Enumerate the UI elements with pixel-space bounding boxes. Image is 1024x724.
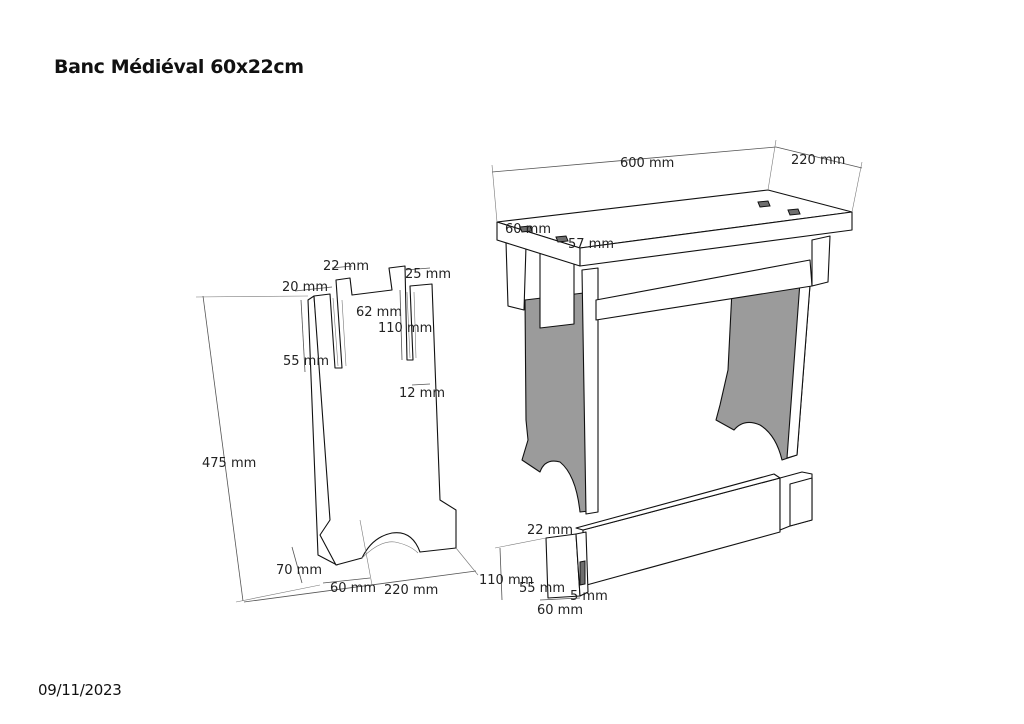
drawing-date: 09/11/2023 [38,681,122,699]
mortise-1 [519,225,533,233]
stretcher-dimensions: 22 mm 110 mm 55 mm 5 mm 60 mm [479,523,608,618]
front-leg [521,291,599,513]
stretcher-board [582,477,781,587]
dim-center-gap: 62 mm [356,305,402,320]
back-leg [715,281,811,461]
foot-arch-line [361,541,419,559]
bench-assembly [496,189,853,515]
dim-side-height: 475 mm [202,456,256,471]
dim-foot-height: 70 mm [276,563,322,578]
mortise-3 [757,200,771,208]
side-panel-dimensions: 475 mm 220 mm 70 mm 60 mm 22 mm 20 mm 25… [195,259,479,603]
dim-slot-offset: 20 mm [282,280,328,295]
mortise-2 [555,235,569,243]
dim-slot-depth: 55 mm [283,354,329,369]
right-slot-lines [406,291,417,359]
stretcher-right-end-face [789,477,813,527]
mortise-4 [787,208,801,216]
dim-stretcher-height: 110 mm [479,573,533,588]
dim-slot-thickness: 12 mm [399,386,445,401]
side-panel [307,265,457,566]
dim-foot-width: 60 mm [330,581,376,596]
apron-right [811,235,831,287]
dim-tenon-width: 25 mm [405,267,451,282]
dim-tenon-height: 110 mm [378,321,432,336]
drawing-title: Banc Médiéval 60x22cm [54,56,304,78]
stretcher-part [545,471,813,599]
apron-left-front [539,251,575,329]
dim-notch-depth: 55 mm [519,581,565,596]
front-leg-edge [581,267,599,515]
apron-left [505,241,527,311]
dim-notch-width: 5 mm [570,589,608,604]
dim-stretcher-width: 22 mm [527,523,573,538]
dim-mortise-spacing: 57 mm [568,237,614,252]
dim-stretcher-end-length: 60 mm [537,603,583,618]
dim-bench-depth: 220 mm [791,153,845,168]
dim-side-width: 220 mm [384,583,438,598]
left-slot-lines [332,297,347,367]
dim-mortise-inset: 60 mm [505,222,551,237]
dim-bench-length: 600 mm [620,156,674,171]
dim-slot-width: 22 mm [323,259,369,274]
seat-side [579,211,853,267]
assembly-dimensions: 600 mm 220 mm 60 mm 57 mm [491,139,863,252]
side-panel-face [313,265,457,566]
stretcher-notch [579,560,586,586]
